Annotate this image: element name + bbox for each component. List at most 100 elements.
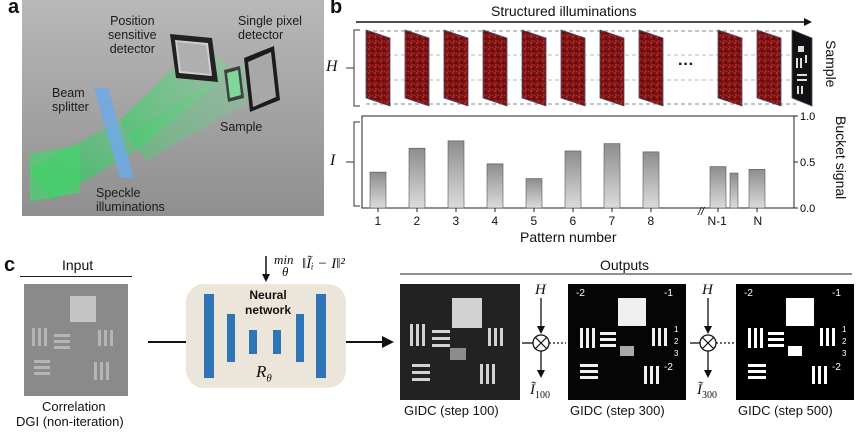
bar-N [748,169,766,209]
target-label-500-b: -1 [832,288,841,299]
output-image-step100 [400,284,520,400]
panel-c: c Input Correlation DGI (non-iteration) [0,252,856,433]
bar-5 [525,178,543,209]
bar-1 [369,171,387,209]
pattern-4 [482,29,508,107]
bar-2 [408,147,426,209]
pattern-1 [365,29,391,107]
pattern-3 [443,29,469,107]
bar-6 [564,150,582,209]
x-tick-label-1: 1 [374,214,382,228]
label-single-pixel-detector: Single pixel detector [238,14,302,42]
target-label-300-e: 3 [674,349,679,358]
layer-4 [273,330,281,354]
loss-min: min [274,252,294,267]
layer-6 [316,294,326,378]
h-arrow-2-head [704,326,712,334]
caption-step300: GIDC (step 300) [570,403,665,418]
x-tick-label-7: 7 [608,214,616,228]
outputs-title: Outputs [600,257,650,273]
layer-5 [296,314,304,362]
x-tick-label-N: N [753,214,763,228]
layer-2 [227,314,235,362]
structured-illuminations-title: Structured illuminations [491,3,637,19]
y-tick-label-05: 0.5 [800,157,815,169]
layer-3 [249,330,257,354]
output-image-step500: -2 -1 1 2 3 -2 [736,284,854,400]
i300-letter: Ĩ [697,382,702,398]
caption-step500: GIDC (step 500) [738,403,833,418]
pattern-n [756,29,782,107]
pattern-5 [521,29,547,107]
x-axis-title: Pattern number [520,229,617,245]
input-dgi-image [24,284,128,396]
bar-7 [603,143,621,209]
single-pixel-detector-device [244,46,280,112]
sample-device [224,66,244,102]
x-tick-label-3: 3 [452,214,460,228]
x-tick-label-6: 6 [569,214,577,228]
i100-arrow-head [537,370,545,378]
output-image-step300: -2 -1 1 2 3 -2 [568,284,686,400]
input-caption-1: Correlation [42,399,106,414]
main-arrow-head [382,336,394,348]
label-speckle: Speckle illuminations [96,186,165,214]
sample-label: Sample [823,40,839,88]
bar-4 [486,163,504,209]
layer-1 [204,294,214,378]
i100-symbol: Ĩ100 [530,382,550,401]
pattern-2 [404,29,430,107]
setup-illustration [22,0,324,216]
panel-b-diagram: 0.0 0.5 1.0 // [346,18,815,218]
target-label-300-d: 2 [674,337,679,346]
i-bracket [353,121,360,207]
ellipsis-dots: ··· [678,56,694,73]
i300-symbol: Ĩ300 [697,382,717,401]
x-tick-label-4: 4 [491,214,499,228]
network-param-sub: θ [266,372,272,385]
speckle-source [30,144,80,202]
pattern-7 [599,29,625,107]
pattern-n-1 [717,29,743,107]
beam-splitter-plate [94,88,134,178]
loss-expression: ‖Ĩᵢ − I‖² [302,256,345,272]
pattern-8 [638,29,664,107]
pattern-6 [560,29,586,107]
input-caption-2: DGI (non-iteration) [16,414,124,429]
label-beam-splitter: Beam splitter [52,86,89,114]
loss-arrow-head [262,274,270,282]
target-label-500-f: -2 [832,362,841,373]
network-title: Neural network [244,288,291,317]
otimes-2-b [701,336,715,350]
panel-b: b Structured illuminations [326,0,856,250]
i300-arrow-head [704,370,712,378]
input-title: Input [62,257,94,273]
bar-8 [642,151,660,209]
i100-sub: 100 [535,390,550,401]
panel-a-label: a [8,0,20,18]
caption-step100: GIDC (step 100) [404,403,499,418]
panel-b-label: b [330,0,343,18]
i-symbol: I [330,152,336,169]
x-tick-label-N-1: N-1 [707,214,727,228]
h-arrow-1-head [537,326,545,334]
label-sample: Sample [220,120,263,134]
bar-3 [447,140,465,209]
h-symbol-c2: H [702,282,713,298]
position-detector-device [170,34,218,82]
illumination-arrow-head [804,18,812,26]
x-tick-label-2: 2 [413,214,421,228]
network-layers [204,294,326,378]
loss-theta: θ [282,264,289,279]
bar-N-1 [709,166,727,209]
network-param-letter: R [256,362,267,381]
y-tick-label-0: 0.0 [800,203,815,215]
network-param: Rθ [256,362,272,384]
h-symbol: H [326,58,338,75]
target-label-500-d: 2 [842,337,847,346]
target-label-500-e: 3 [842,349,847,358]
target-label-500-a: -2 [744,288,753,299]
input-underline [20,276,132,277]
target-label-300-b: -1 [664,288,673,299]
